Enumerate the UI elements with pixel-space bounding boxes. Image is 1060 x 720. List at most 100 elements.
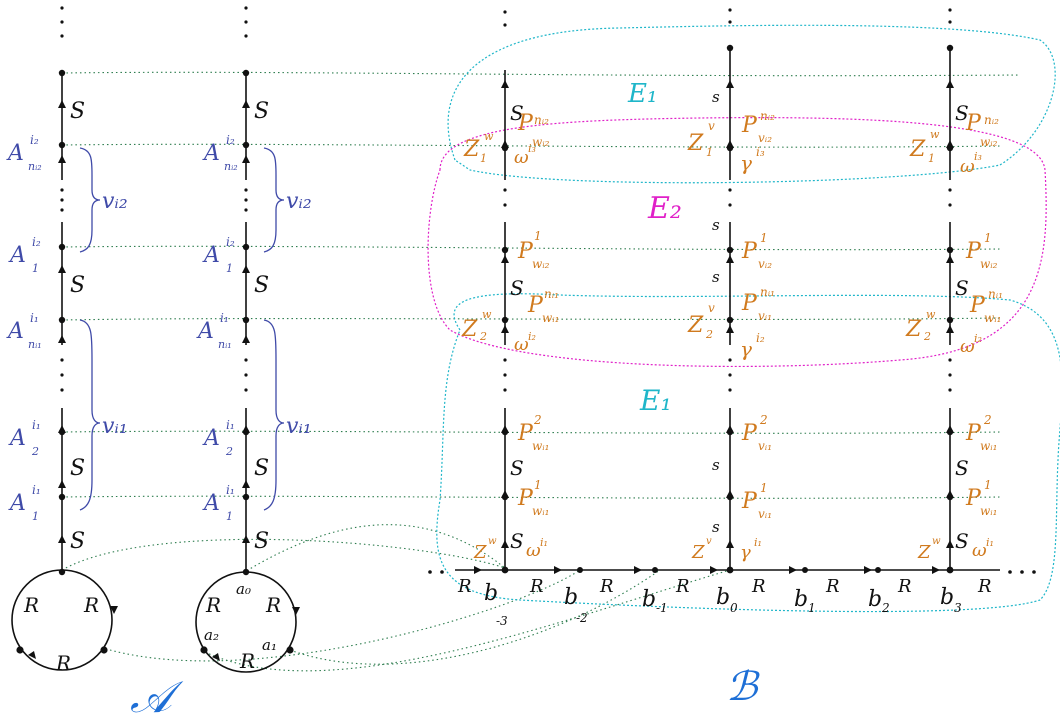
label-P: P	[965, 421, 982, 446]
label-Z-sup: w	[926, 308, 936, 321]
edge-label-R: R	[265, 593, 281, 617]
label-P: P	[965, 239, 982, 264]
arrow-circle	[292, 607, 300, 615]
label-P-sub: wᵢ₁	[980, 504, 998, 518]
label-script-B: ℬ	[726, 664, 760, 710]
label-A-sub: nᵢ₂	[224, 160, 238, 173]
label-gamma: γ	[740, 542, 751, 563]
label-A: A	[202, 141, 220, 166]
edge-label-R: R	[977, 576, 992, 597]
arrow-up	[242, 265, 250, 273]
label-P-sub: vᵢ₂	[758, 257, 772, 271]
edge-label-S: S	[955, 456, 969, 480]
edge-label-R: R	[599, 576, 614, 597]
label-omega: ω	[972, 540, 987, 561]
label-gamma: γ	[740, 337, 752, 361]
vertex	[242, 568, 250, 576]
label-Z-sup: w	[930, 128, 940, 141]
label-P-sub: wᵢ₁	[984, 311, 1002, 325]
vertex	[58, 568, 66, 576]
label-P-sup: 1	[534, 478, 542, 492]
label-v-i1: vᵢ₁	[286, 414, 312, 439]
label-P-sup: 2	[983, 413, 992, 427]
edge-label-R: R	[239, 649, 255, 673]
label-A: A	[202, 243, 220, 268]
arrow-up	[58, 265, 66, 273]
label-P-sub: vᵢ₁	[758, 309, 772, 323]
label-b-sub: 0	[730, 601, 738, 615]
edge-label-S: S	[254, 273, 269, 298]
edge-label-R: R	[751, 576, 766, 597]
label-b-sub: -2	[576, 611, 588, 625]
label-A-sub: 1	[32, 510, 39, 523]
link-circle-left	[109, 569, 581, 662]
label-script-A: 𝒜	[130, 672, 184, 720]
label-gamma: γ	[740, 151, 752, 175]
label-Z-sup: w	[484, 130, 494, 143]
edge-label-S: S	[254, 456, 269, 481]
vertex	[286, 646, 294, 654]
E1-bottom-loop	[436, 293, 1060, 613]
correspondence-links	[61, 71, 1021, 672]
link-row-top	[61, 71, 1021, 77]
vertex	[58, 141, 66, 149]
vertex	[242, 141, 250, 149]
label-A-sub: nᵢ₁	[218, 338, 232, 351]
label-b-sub: -1	[656, 601, 668, 615]
label-omega: ω	[526, 540, 541, 561]
label-P: P	[965, 111, 982, 136]
label-P-sub: wᵢ₁	[980, 439, 998, 453]
edge-label-S: S	[510, 101, 524, 125]
arrow-circle	[28, 651, 36, 659]
label-E1: E₁	[627, 79, 657, 109]
label-P: P	[741, 421, 758, 446]
label-P-sup: nᵢ₁	[988, 287, 1003, 301]
region-E2	[427, 117, 1047, 368]
label-Z-sub: 2	[479, 330, 487, 343]
label-omega: ω	[514, 147, 529, 168]
edge-label-R: R	[675, 576, 690, 597]
vertex-label-a0: a₀	[236, 580, 251, 598]
label-A-sub: 1	[226, 510, 233, 523]
label-P-sup: nᵢ₁	[760, 285, 775, 299]
label-Z: Z	[917, 542, 931, 563]
arrow-circle	[212, 653, 220, 661]
vertex	[58, 428, 66, 436]
arrow-up	[242, 535, 250, 543]
label-P-sup: 2	[759, 413, 768, 427]
vertex	[242, 69, 250, 77]
label-P-sub: wᵢ₁	[532, 439, 550, 453]
brace-v-i1-chain2	[263, 319, 285, 511]
vertex	[242, 428, 250, 436]
label-gamma-sup: i₁	[754, 536, 762, 549]
label-P-sup: nᵢ₁	[544, 287, 559, 301]
arrow-circle	[110, 606, 118, 614]
edge-label-S: S	[70, 456, 85, 481]
label-b: b	[868, 587, 882, 612]
label-Z: Z	[687, 313, 704, 338]
label-A: A	[196, 319, 214, 344]
label-Z: Z	[463, 137, 480, 162]
edge-label-s: s	[712, 456, 720, 474]
label-v-i2: vᵢ₂	[286, 189, 312, 214]
label-omega: ω	[960, 336, 975, 357]
label-P-sub: wᵢ₁	[532, 504, 550, 518]
label-A-sup: i₁	[226, 418, 235, 432]
link-row-1-i2	[61, 245, 1001, 251]
vertex	[100, 646, 108, 654]
edge-label-s: s	[712, 268, 720, 286]
vertex	[16, 646, 24, 654]
label-A-sub: nᵢ₁	[28, 338, 42, 351]
link-base-left	[61, 538, 506, 571]
label-Z-sub: 2	[705, 328, 713, 341]
arrow-up	[58, 480, 66, 488]
edge-label-R: R	[825, 576, 840, 597]
label-omega-sup: i₃	[528, 142, 536, 155]
label-A: A	[6, 141, 24, 166]
left-arrows	[28, 100, 300, 661]
vertex	[58, 493, 66, 501]
label-gamma-sup: i₂	[756, 331, 765, 345]
label-Z-sub: 1	[928, 152, 935, 165]
region-E1	[436, 24, 1060, 613]
label-v-i2: vᵢ₂	[102, 189, 128, 214]
